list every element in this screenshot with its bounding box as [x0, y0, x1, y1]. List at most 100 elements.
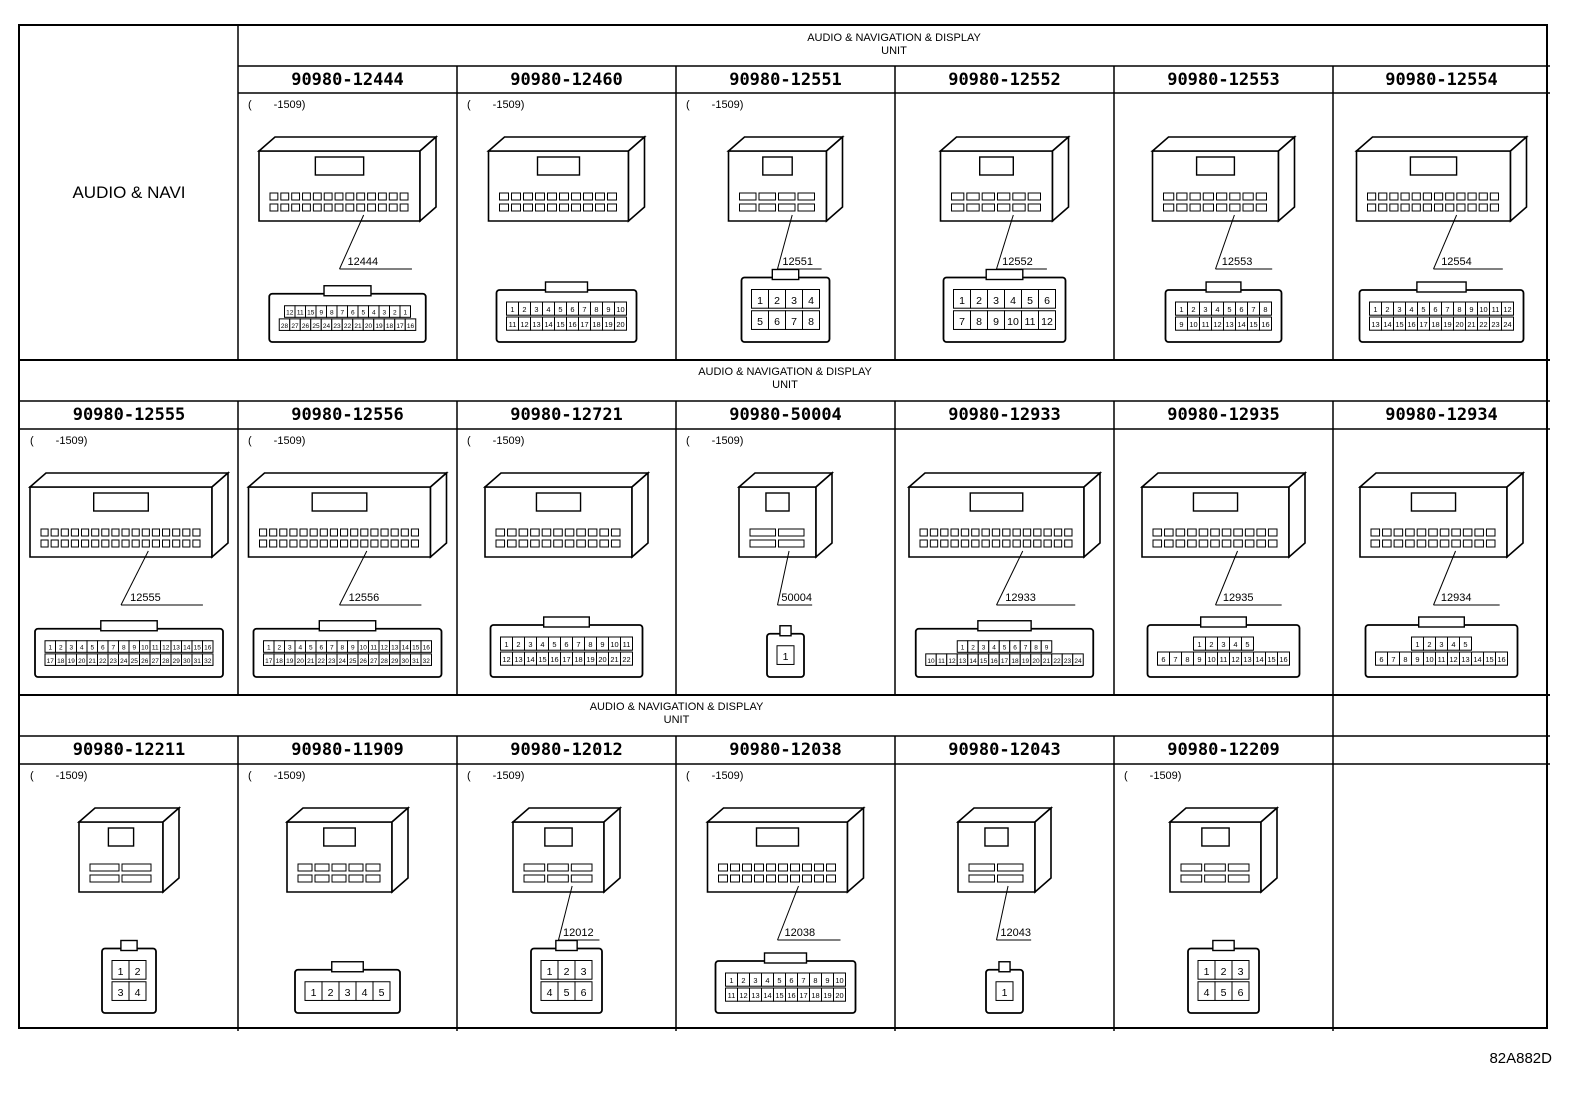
- revision-note: ( -1509): [30, 770, 88, 782]
- connector-housing-side: [429, 471, 448, 559]
- pin-number: 15: [307, 310, 315, 317]
- pin-number: 2: [516, 640, 520, 649]
- cavity: [388, 203, 398, 212]
- cavity: [1467, 192, 1477, 201]
- pin-number: 3: [382, 310, 386, 317]
- pin-number: 14: [1383, 320, 1391, 329]
- leader-line: [1433, 550, 1457, 606]
- pin-number: 12: [162, 645, 170, 652]
- pin-face-latch: [977, 620, 1032, 632]
- pin-number: 6: [1238, 987, 1244, 999]
- cavity: [559, 192, 569, 201]
- cavity: [269, 528, 278, 537]
- cavity: [797, 192, 815, 201]
- part-number: 90980-12556: [291, 405, 404, 425]
- cavity: [1478, 192, 1488, 201]
- pin-number: 15: [538, 655, 546, 664]
- cavity: [312, 192, 322, 201]
- connector-housing-top: [1354, 136, 1529, 152]
- pin-cavity: [1072, 653, 1084, 666]
- cavity: [778, 203, 796, 212]
- part-tag: 12554: [1441, 256, 1472, 268]
- latch: [1409, 156, 1458, 176]
- pin-number: 3: [69, 645, 73, 652]
- pin-number: 24: [120, 658, 128, 665]
- pin-number: 19: [586, 655, 594, 664]
- revision-note: ( -1509): [467, 435, 525, 447]
- pin-cavity: [1259, 301, 1272, 316]
- pin-number: 18: [1431, 320, 1439, 329]
- section-header-line: UNIT: [772, 379, 798, 391]
- latch: [969, 492, 1024, 512]
- cavity: [499, 192, 509, 201]
- cavity: [141, 528, 150, 537]
- cavity: [541, 528, 552, 537]
- cavity: [610, 528, 621, 537]
- cavity: [1242, 203, 1254, 212]
- pin-number: 31: [194, 658, 202, 665]
- pin-number: 5: [1421, 305, 1425, 314]
- cavity: [1389, 203, 1399, 212]
- cavity: [1411, 203, 1421, 212]
- pin-number: 7: [576, 640, 580, 649]
- pin-number: 12: [1231, 655, 1239, 664]
- pin-number: 1: [403, 310, 407, 317]
- cavity: [587, 539, 598, 548]
- latch: [311, 492, 368, 512]
- latch: [314, 156, 365, 176]
- cavity: [1428, 528, 1438, 537]
- leader-line: [777, 550, 790, 606]
- cavity: [1451, 528, 1461, 537]
- cavity: [1053, 528, 1063, 537]
- pin-number: 30: [402, 658, 410, 665]
- pin-number: 3: [1238, 966, 1244, 978]
- cavity: [826, 874, 836, 883]
- cavity: [81, 539, 90, 548]
- cavity: [495, 539, 506, 548]
- pin-number: 5: [379, 987, 385, 999]
- cavity: [1428, 539, 1438, 548]
- cavity: [1043, 539, 1052, 548]
- cavity: [1012, 192, 1026, 201]
- cavity: [192, 528, 201, 537]
- connector-housing-side: [1260, 806, 1278, 894]
- pin-cavity: [1501, 301, 1514, 316]
- cavity: [758, 192, 776, 201]
- pin-number: 28: [162, 658, 170, 665]
- cavity: [162, 539, 171, 548]
- pin-number: 11: [152, 645, 159, 652]
- cavity: [997, 203, 1011, 212]
- pin-number: 2: [1191, 305, 1195, 314]
- cavity: [334, 192, 344, 201]
- revision-note: ( -1509): [467, 99, 525, 111]
- part-number: 90980-12012: [510, 740, 623, 760]
- connector-housing-top: [1167, 807, 1280, 823]
- cavity: [141, 539, 150, 548]
- pin-face-latch: [318, 620, 377, 632]
- cavity: [329, 539, 338, 548]
- connector-housing-side: [1288, 471, 1306, 559]
- pin-number: 19: [1443, 320, 1451, 329]
- pin-number: 7: [1024, 645, 1028, 652]
- cavity: [797, 203, 815, 212]
- pin-number: 9: [606, 305, 610, 314]
- pin-number: 16: [423, 645, 431, 652]
- cavity: [1467, 203, 1477, 212]
- cavity: [121, 528, 130, 537]
- connector-housing-side: [1506, 471, 1524, 559]
- cavity: [302, 203, 311, 212]
- cavity: [1229, 203, 1241, 212]
- cavity: [1227, 874, 1250, 883]
- cavity: [70, 539, 79, 548]
- cavity: [121, 539, 130, 548]
- connector-housing-top: [1357, 472, 1526, 488]
- cavity: [1434, 192, 1444, 201]
- pin-number: 3: [1397, 305, 1401, 314]
- pin-number: 4: [362, 987, 368, 999]
- cavity: [981, 528, 990, 537]
- pin-number: 18: [1011, 658, 1019, 665]
- cavity: [1451, 539, 1461, 548]
- pin-number: 8: [808, 316, 814, 328]
